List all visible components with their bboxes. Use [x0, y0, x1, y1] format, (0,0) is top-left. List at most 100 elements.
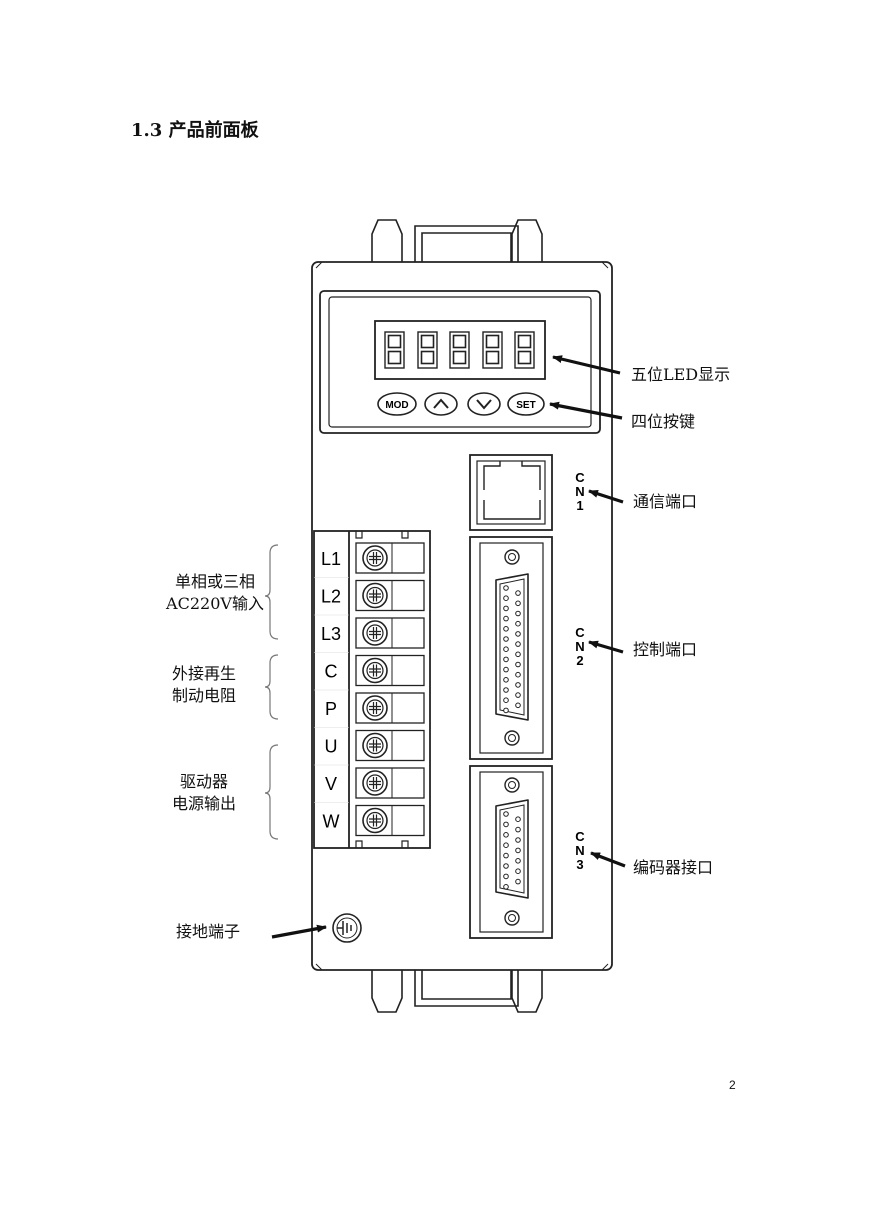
- screw-icon: [362, 695, 388, 721]
- power-input-label-line2: AC220V输入: [166, 594, 264, 613]
- driver-output-label-line2: 电源输出: [171, 794, 236, 813]
- connector-pin: [515, 682, 521, 688]
- svg-text:N: N: [575, 843, 584, 858]
- svg-text:C: C: [575, 625, 585, 640]
- ground-icon: [332, 913, 362, 943]
- keys-label: 四位按键: [631, 412, 696, 431]
- connector-pin: [515, 847, 521, 854]
- terminal-l2: L2: [314, 577, 425, 612]
- connector-pin: [515, 641, 521, 647]
- connector-pin: [503, 832, 509, 838]
- connector-pin: [503, 821, 509, 828]
- chevron-up-icon: [433, 398, 449, 409]
- led-display: [374, 320, 546, 380]
- connector-pin: [515, 661, 521, 668]
- connector-pin: [503, 697, 509, 704]
- connector-pin: [503, 656, 509, 663]
- svg-text:C: C: [575, 470, 585, 485]
- connector-pin: [503, 811, 509, 817]
- section-title: 1.3 产品前面板: [131, 120, 259, 141]
- connector-pin: [503, 605, 509, 612]
- svg-text:3: 3: [576, 857, 583, 872]
- connector-pin: [503, 677, 509, 683]
- connector-pin: [503, 873, 509, 880]
- page-number: 2: [729, 1078, 736, 1092]
- display-window: [319, 290, 601, 434]
- terminal-label: C: [325, 662, 338, 682]
- mod-button[interactable]: MOD: [377, 392, 417, 416]
- screw-icon: [362, 770, 388, 796]
- terminal-label: L3: [321, 624, 341, 644]
- connector-pin: [503, 666, 509, 673]
- connector-pin: [503, 626, 509, 632]
- top-mounting-bracket: [371, 219, 543, 262]
- connector-pin: [515, 651, 521, 658]
- cn2-port: [469, 536, 553, 760]
- driver-output-label: 驱动器 电源输出: [160, 771, 248, 815]
- ground-label: 接地端子: [176, 922, 241, 941]
- connector-pin: [503, 585, 509, 591]
- svg-text:1: 1: [576, 498, 583, 513]
- connector-pin: [503, 707, 509, 714]
- connector-pin: [503, 595, 509, 602]
- up-button[interactable]: [424, 392, 458, 416]
- connector-pin: [515, 816, 521, 823]
- cn1-label: C N 1: [575, 470, 585, 513]
- cn3-port: [469, 765, 553, 939]
- terminal-u: U: [314, 727, 425, 762]
- led-display-label: 五位LED显示: [631, 365, 731, 384]
- connector-pin: [515, 671, 521, 678]
- driver-output-label-line1: 驱动器: [179, 772, 228, 791]
- cn2-label: C N 2: [575, 625, 585, 668]
- connector-pin: [515, 702, 521, 709]
- power-input-label: 单相或三相 AC220V输入: [160, 571, 270, 615]
- cn3-label: C N 3: [575, 829, 585, 872]
- screw-icon: [362, 582, 388, 609]
- screw-icon: [362, 732, 388, 759]
- terminal-label: L1: [321, 549, 341, 569]
- control-port-label: 控制端口: [633, 640, 698, 659]
- terminal-l1: L1: [321, 542, 425, 574]
- svg-text:C: C: [575, 829, 585, 844]
- screw-icon: [362, 807, 388, 834]
- connector-pin: [515, 878, 521, 885]
- connector-pin: [503, 842, 509, 849]
- screw-icon: [362, 657, 388, 684]
- encoder-port-label: 编码器接口: [633, 858, 714, 877]
- drive-housing: [311, 261, 613, 971]
- svg-text:N: N: [575, 639, 584, 654]
- connector-pin: [515, 826, 521, 833]
- set-button-label: SET: [516, 400, 535, 411]
- power-input-label-line1: 单相或三相: [174, 572, 255, 591]
- set-button[interactable]: SET: [507, 392, 545, 416]
- connector-pin: [515, 631, 521, 637]
- terminal-label: V: [325, 774, 337, 794]
- svg-text:2: 2: [576, 653, 583, 668]
- terminal-l3: L3: [314, 614, 425, 649]
- terminal-w: W: [314, 802, 425, 837]
- screw-icon: [362, 620, 388, 646]
- connector-pin: [503, 636, 509, 642]
- connector-pin: [515, 600, 521, 607]
- brake-resistor-label: 外接再生 制动电阻: [160, 663, 248, 707]
- screw-icon: [362, 545, 388, 571]
- connector-pin: [515, 858, 521, 864]
- connector-pin: [515, 837, 521, 843]
- connector-pin: [515, 590, 521, 596]
- bottom-mounting-bracket: [371, 970, 543, 1013]
- chevron-down-icon: [476, 399, 492, 410]
- terminal-v: V: [314, 764, 425, 799]
- connector-pin: [515, 692, 521, 698]
- brake-resistor-label-line1: 外接再生: [171, 664, 236, 683]
- down-button[interactable]: [467, 392, 501, 416]
- connector-pin: [503, 687, 509, 693]
- connector-pin: [515, 868, 521, 875]
- terminal-p: P: [314, 689, 425, 724]
- svg-text:N: N: [575, 484, 584, 499]
- connector-pin: [503, 646, 509, 653]
- terminal-label: P: [325, 699, 337, 719]
- terminal-label: U: [325, 737, 338, 757]
- terminal-c: C: [314, 652, 425, 687]
